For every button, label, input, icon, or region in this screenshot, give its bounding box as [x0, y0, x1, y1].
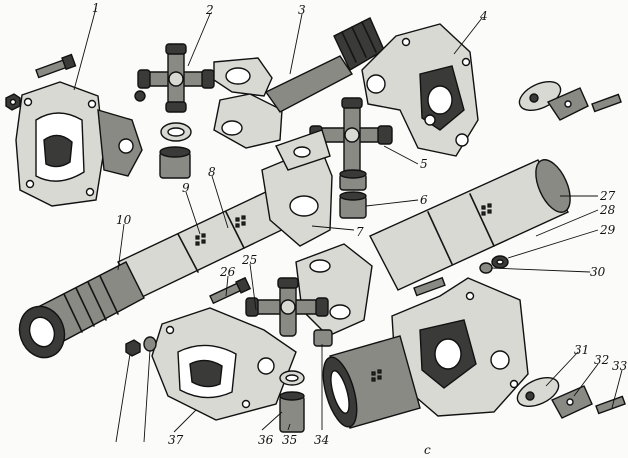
bolt-28-right: [413, 276, 446, 297]
label-37: 37: [168, 433, 184, 447]
label-34: 34: [314, 433, 329, 447]
cover-plate-top-right: [518, 80, 622, 121]
needle-bearing-cup-top: [159, 146, 191, 179]
shaft-dot-marks: [195, 215, 246, 246]
label-30: 30: [590, 265, 606, 279]
label-4: 4: [479, 9, 488, 23]
universal-joint-cross-5: [309, 97, 393, 175]
label-27: 27: [599, 189, 616, 203]
label-8: 8: [208, 165, 216, 179]
label-33: 33: [612, 359, 628, 373]
label-3: 3: [298, 3, 306, 17]
label-7: 7: [356, 225, 364, 239]
cover-plate-31: [516, 376, 560, 408]
label-35: 35: [282, 433, 297, 447]
label-36: 36: [258, 433, 274, 447]
intermediate-support-housing: [391, 277, 529, 417]
seal-ring-29: [491, 255, 509, 269]
label-28: 28: [599, 203, 616, 217]
splined-yoke-shaft-3: [213, 17, 385, 149]
lower-yoke: [295, 243, 373, 337]
universal-joint-cross-2: [137, 43, 215, 113]
bracket-housing-4: [361, 23, 479, 157]
flange-housing-1: [15, 81, 143, 207]
part-number-labels: 1 2 3 4 5 6 7 8 9 10 25 26 27 28 29 30 3…: [92, 1, 628, 457]
label-6: 6: [420, 193, 428, 207]
slip-yoke-7: [261, 129, 333, 247]
label-29: 29: [599, 223, 616, 237]
bolt-nut-top-left: [5, 53, 77, 111]
shaft-tube-dot-marks: [481, 203, 492, 216]
flange-housing-37: [151, 307, 297, 421]
label-32: 32: [594, 353, 609, 367]
label-10: 10: [116, 213, 132, 227]
bearing-cups-6: [339, 169, 367, 219]
label-9: 9: [182, 181, 190, 195]
nut-washer-lower-left: [125, 336, 157, 357]
bearing-cup-34: [313, 329, 333, 347]
splined-sleeve-10: [18, 261, 145, 359]
bushing-ring-top: [160, 122, 192, 142]
label-1: 1: [92, 1, 100, 15]
gasket-plate-32: [551, 385, 593, 419]
output-tube: [322, 335, 421, 429]
bolt-33: [595, 395, 626, 415]
tube-dot-marks: [371, 369, 382, 382]
bushings-35-36: [279, 370, 305, 433]
label-25: 25: [241, 253, 257, 267]
grease-fitting-top: [134, 90, 146, 102]
label-26: 26: [219, 265, 236, 279]
universal-joint-cross-lower: [245, 277, 329, 337]
corner-mark: c: [424, 443, 431, 457]
label-31: 31: [574, 343, 589, 357]
washer-30: [479, 262, 493, 274]
main-propeller-shaft-8: [116, 189, 291, 299]
leader-lines: [73, 7, 623, 443]
propeller-shaft-tube-27: [369, 159, 571, 291]
label-5: 5: [420, 157, 428, 171]
label-2: 2: [205, 3, 214, 17]
bolt-26: [209, 276, 252, 305]
